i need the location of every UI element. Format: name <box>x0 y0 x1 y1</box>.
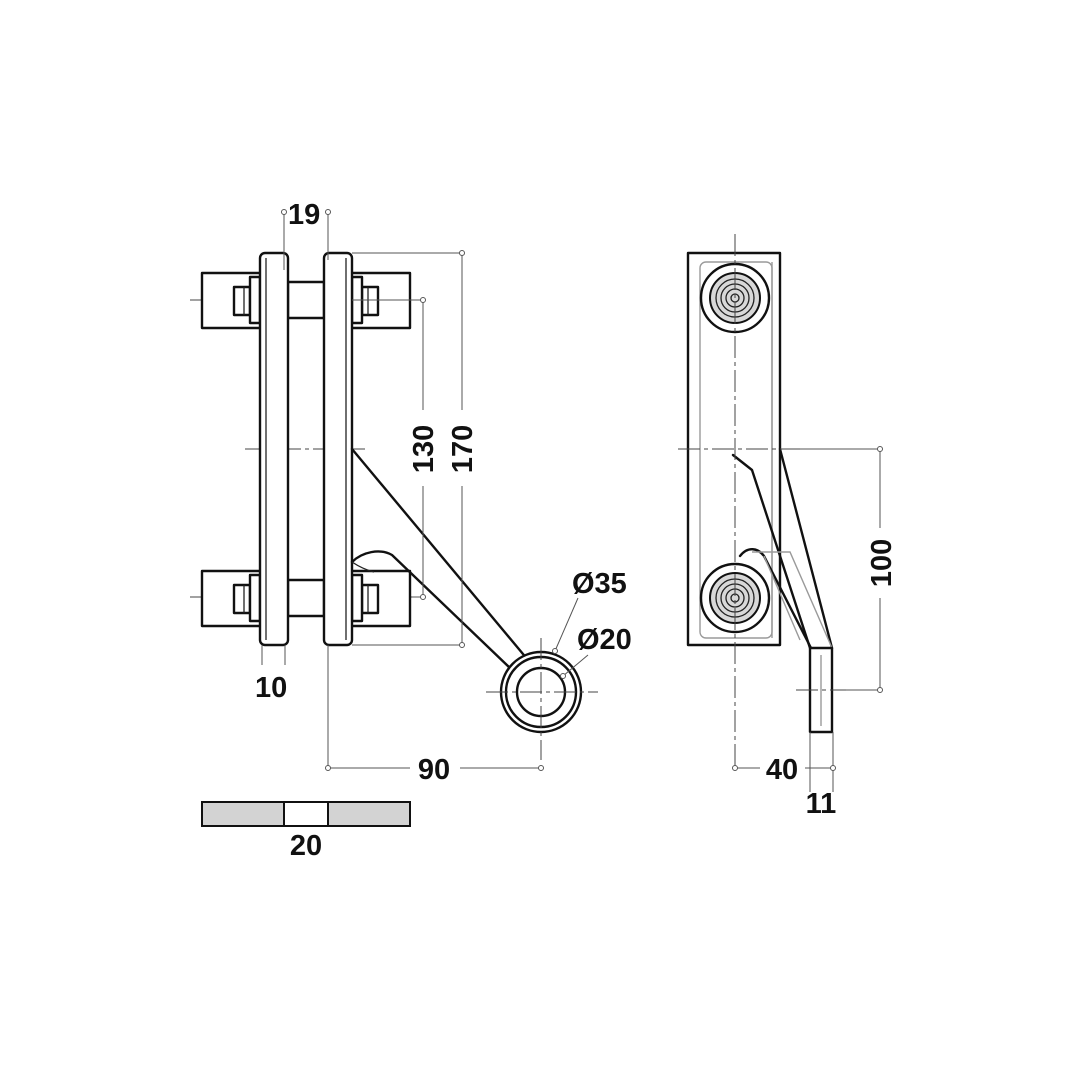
glass-gap <box>283 801 329 827</box>
dim-diameters: Ø35 Ø20 <box>552 568 632 679</box>
dim-label-overall-height: 170 <box>447 425 479 473</box>
left-clamp-plate <box>258 251 290 647</box>
lower-bolt-assembly <box>200 569 412 628</box>
glass-pane-left <box>201 801 285 827</box>
dim-label-hole-spacing: 130 <box>408 425 440 473</box>
dim-label-side-offset: 40 <box>766 754 798 786</box>
dim-overall-height: 170 <box>352 250 479 648</box>
side-view: 100 40 11 <box>678 234 898 820</box>
dim-label-glass-gap: 20 <box>290 830 322 862</box>
glass-pane-right <box>327 801 411 827</box>
dim-side-offset: 40 <box>732 732 836 792</box>
dim-hole-spacing: 130 <box>352 297 440 600</box>
dim-label-inner-diameter: Ø20 <box>577 624 632 656</box>
dim-label-outer-diameter: Ø35 <box>572 568 627 600</box>
glass-section: 20 <box>201 801 411 862</box>
lower-bolt-head <box>699 562 771 634</box>
dim-label-pin-spacing: 19 <box>288 199 320 231</box>
front-view: 19 10 130 170 <box>190 199 632 786</box>
dim-pin-spacing: 19 <box>281 199 331 270</box>
dim-label-plate-thickness: 10 <box>255 672 287 704</box>
right-clamp-plate <box>322 251 354 647</box>
dim-label-tab-thickness: 11 <box>806 788 837 820</box>
dim-plate-thickness: 10 <box>255 645 287 704</box>
spider-arm <box>350 447 530 670</box>
side-arm <box>731 447 834 734</box>
dim-arm-reach: 90 <box>325 645 544 786</box>
dim-label-arm-reach: 90 <box>418 754 450 786</box>
dim-side-drop: 100 <box>800 446 898 693</box>
dim-label-side-drop: 100 <box>866 539 898 587</box>
